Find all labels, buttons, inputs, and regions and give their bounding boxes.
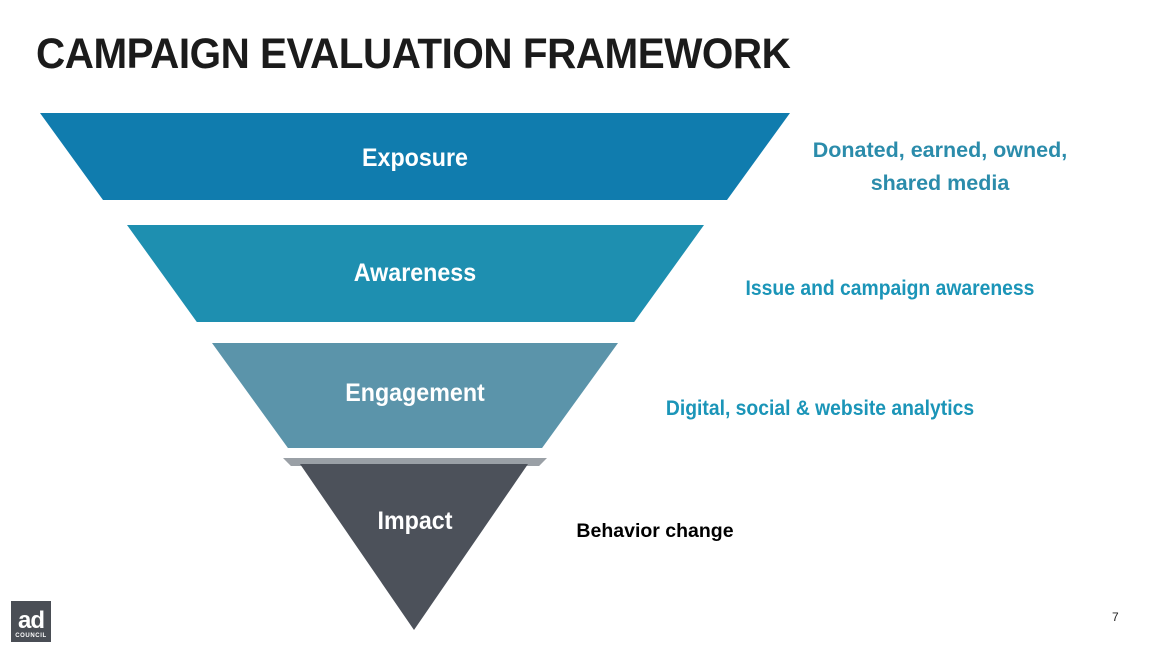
annotation-exposure: Donated, earned, owned, shared media [812, 138, 1068, 195]
funnel-label-exposure: Exposure [362, 144, 468, 172]
annotation-impact: Behavior change [576, 520, 734, 542]
ad-council-logo-ad-text: ad [17, 607, 45, 634]
funnel-label-impact: Impact [377, 507, 453, 535]
annotation-awareness: Issue and campaign awareness [745, 277, 1035, 300]
ad-council-logo: ad COUNCIL [11, 601, 51, 642]
page-number: 7 [1112, 610, 1119, 624]
funnel-impact-top-sliver [283, 458, 547, 466]
funnel-label-awareness: Awareness [353, 259, 477, 287]
page-title: CAMPAIGN EVALUATION FRAMEWORK [36, 30, 791, 78]
funnel-label-engagement: Engagement [345, 379, 485, 407]
funnel-level-exposure-shape [40, 113, 790, 200]
funnel-level-engagement-shape [212, 343, 618, 448]
funnel-level-impact-shape [300, 464, 528, 630]
annotation-engagement: Digital, social & website analytics [665, 397, 975, 420]
funnel-level-awareness-shape [127, 225, 704, 322]
ad-council-logo-council-text: COUNCIL [15, 633, 47, 639]
